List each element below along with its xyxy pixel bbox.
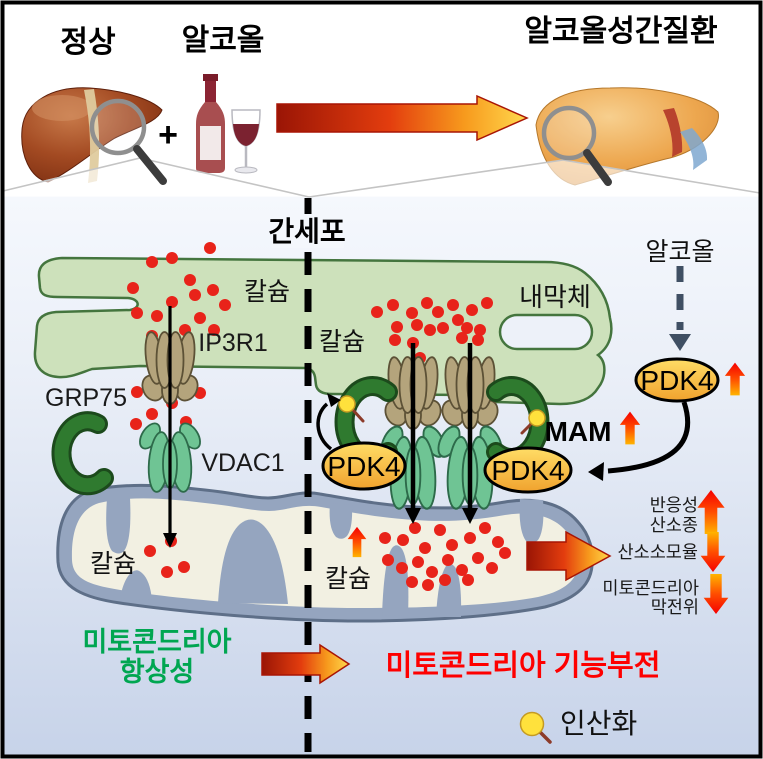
pdk4-right-label: PDK4: [491, 455, 564, 486]
calcium-dots-mito-right: [379, 522, 511, 591]
calcium-label-er-right: 칼슘: [319, 328, 365, 356]
pdk4-right: PDK4: [483, 446, 573, 494]
wine-fill: [233, 124, 259, 146]
dysfunction-label: 미토콘드리아 기능부전: [386, 649, 661, 682]
calcium-dots-er-right: [371, 297, 493, 364]
cell-title-backing: [272, 214, 344, 248]
oxygen-consumption-label: 산소소모율: [618, 542, 699, 562]
alcohol-label-top: 알코올: [182, 24, 265, 57]
mito-output-arrow: [526, 530, 612, 582]
zoom-wedge-right: [309, 160, 760, 197]
phosphate-legend-icon: [519, 711, 545, 737]
calcium-flux-arrows: [163, 306, 478, 548]
calcium-label-mito-right: 칼슘: [325, 565, 371, 593]
ip3r1-label: IP3R1: [198, 329, 267, 357]
pdk4-translocation-arrow: [588, 401, 691, 481]
alcohol-label-right: 알코올: [645, 238, 714, 266]
er-label: 내막체: [519, 282, 591, 312]
hepatic-vessel: [663, 108, 683, 157]
magnifier-right-icon: [541, 105, 612, 186]
disease-label: 알코올성간질환: [524, 15, 717, 48]
cell-title: 간세포: [268, 216, 345, 247]
membrane-potential-label-line1: 미토콘드리아: [602, 578, 699, 598]
calcium-label-mito-left: 칼슘: [90, 550, 136, 578]
vdac1-label: VDAC1: [201, 449, 284, 477]
normal-label: 정상: [60, 26, 116, 59]
calcium-dots-mito-left: [144, 535, 190, 578]
bottle-label: [200, 126, 221, 160]
phosphate-marker-left: [338, 395, 365, 423]
portal-vein: [680, 128, 708, 170]
wine-glass-icon: [231, 109, 261, 174]
plus-sign: +: [158, 116, 178, 154]
homeostasis-label-line1: 미토콘드리아: [82, 627, 231, 657]
mitochondrion: [56, 483, 594, 623]
grp75-label: GRP75: [45, 384, 127, 412]
homeostasis-label-line2: 항상성: [120, 657, 195, 687]
phospho-legend-label: 인산화: [560, 708, 637, 739]
magnifier-left-icon: [89, 98, 167, 185]
wine-bottle-icon: [196, 74, 225, 173]
progression-arrow: [276, 94, 529, 142]
pdk4-left: PDK4: [321, 441, 407, 491]
phosphate-marker-right: [520, 409, 546, 435]
membrane-potential-label-line2: 막전위: [651, 597, 699, 617]
mam-label: MAM: [545, 416, 612, 447]
er-fold-gap: [498, 313, 594, 351]
transition-arrow: [261, 643, 351, 685]
phosphorylation-arrow: [316, 393, 341, 451]
pdk4-top-label: PDK4: [640, 365, 713, 396]
alcohol-effect-arrow: [669, 266, 691, 351]
pdk4-top: PDK4: [634, 357, 720, 403]
phosphorylation-legend: 인산화: [519, 708, 637, 744]
ros-label-line1: 반응성: [650, 495, 698, 515]
pdk4-left-label: PDK4: [327, 451, 400, 482]
liver-highlight: [32, 95, 92, 121]
ros-label-line2: 산소종: [650, 515, 698, 535]
calcium-label-er-left: 칼슘: [244, 278, 290, 306]
